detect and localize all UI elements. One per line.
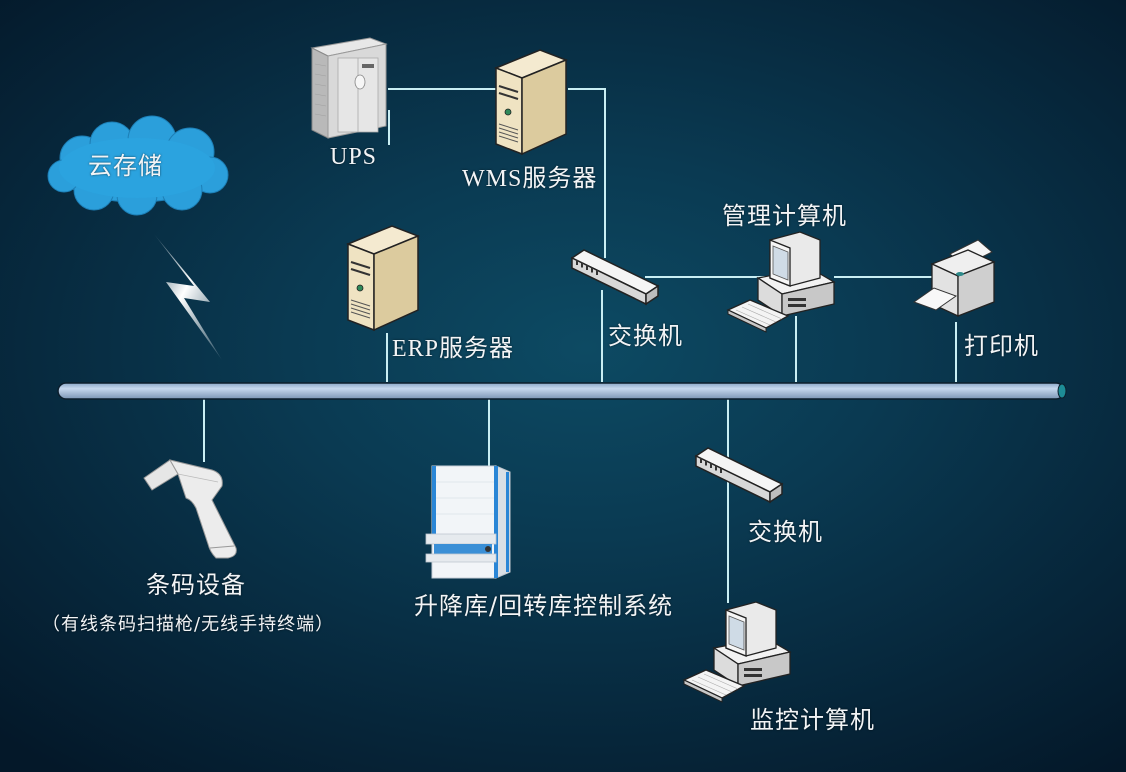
link-ups-wms <box>388 88 498 90</box>
link-bus-monitor <box>727 398 729 603</box>
printer-label: 打印机 <box>964 332 1039 360</box>
link-erp-bus <box>386 333 388 382</box>
link-ups-bracket <box>388 110 390 145</box>
barcode-device-label: 条码设备 <box>146 571 246 599</box>
wms-server-icon[interactable] <box>490 48 572 158</box>
switch-bottom-label: 交换机 <box>748 518 823 546</box>
monitoring-computer-icon[interactable] <box>682 598 794 710</box>
link-wms-switch <box>568 88 606 90</box>
lift-storage-label: 升降库/回转库控制系统 <box>414 592 674 620</box>
ups-label: UPS <box>330 144 378 170</box>
cloud-storage-icon[interactable] <box>42 115 232 216</box>
wms-server-label: WMS服务器 <box>462 166 598 192</box>
lift-storage-icon[interactable] <box>418 462 518 582</box>
link-wms-vertical <box>604 88 606 258</box>
link-switch-bus <box>601 290 603 382</box>
link-mgmt-bus <box>795 316 797 382</box>
erp-server-icon[interactable] <box>342 224 424 334</box>
cloud-storage-label: 云存储 <box>88 152 163 180</box>
link-bus-lift <box>488 398 490 468</box>
barcode-scanner-icon[interactable] <box>140 452 250 564</box>
link-switch-mgmt <box>645 276 770 278</box>
wireless-lightning-icon <box>154 234 222 360</box>
monitoring-computer-label: 监控计算机 <box>750 706 875 734</box>
switch-top-icon[interactable] <box>570 244 662 306</box>
link-printer-bus <box>955 322 957 382</box>
printer-icon[interactable] <box>912 236 1000 320</box>
switch-bottom-icon[interactable] <box>694 442 786 504</box>
ups-icon[interactable] <box>308 34 392 142</box>
link-bus-barcode <box>203 398 205 462</box>
barcode-device-sublabel: （有线条码扫描枪/无线手持终端） <box>42 614 335 635</box>
management-computer-icon[interactable] <box>726 228 838 340</box>
network-bus <box>57 382 1067 400</box>
management-computer-label: 管理计算机 <box>722 202 847 230</box>
switch-top-label: 交换机 <box>608 322 683 350</box>
erp-server-label: ERP服务器 <box>392 336 515 362</box>
link-mgmt-printer <box>834 276 934 278</box>
